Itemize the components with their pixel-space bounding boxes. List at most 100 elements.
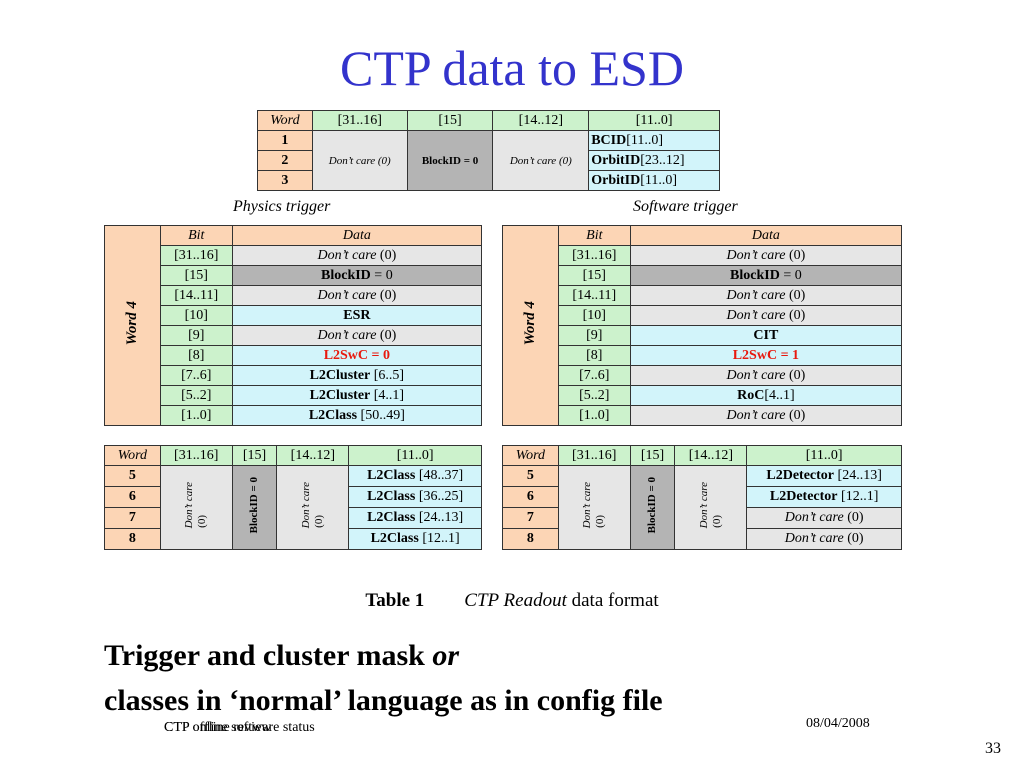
dont-care-cell: Don’t care(0)	[557, 465, 631, 550]
bit-range: [15]	[159, 265, 233, 286]
word-number: 7	[104, 507, 161, 529]
word-number: 8	[502, 528, 559, 550]
table-row: [5..2]L2Cluster [4..1]	[105, 385, 483, 406]
bit-range: [5..2]	[557, 385, 631, 406]
dont-care-cell: Don’t care(0)	[674, 465, 748, 550]
column-header: Data	[629, 225, 903, 246]
table-row: Word 4 Bit Data	[104, 225, 483, 426]
bit-range: [10]	[557, 305, 631, 326]
table-caption-text: data format	[566, 590, 659, 611]
data-cell: Don’t care (0)	[231, 245, 483, 266]
data-cell: BlockID = 0	[629, 265, 903, 286]
body-line-2: classes in ‘normal’ language as in confi…	[104, 684, 663, 717]
data-cell: L2Cluster [6..5]	[231, 365, 483, 386]
word-number: 3	[257, 170, 313, 191]
table-row: [1..0]Don’t care (0)	[503, 405, 903, 426]
field-cell: L2Class [36..25]	[348, 486, 482, 508]
column-header: [11..0]	[588, 110, 720, 131]
data-cell: Don’t care (0)	[629, 285, 903, 306]
table-row: [9]Don’t care (0)	[105, 325, 483, 346]
software-trigger-caption: Software trigger	[633, 198, 738, 215]
column-header: Bit	[159, 225, 233, 246]
field-cell: L2Detector [12..1]	[746, 486, 902, 508]
data-cell: ESR	[231, 305, 483, 326]
column-header: [11..0]	[746, 445, 902, 466]
word4-software-table: Word 4 Bit Data [31..16]Don’t care (0) […	[502, 225, 903, 426]
table-row: [31..16]Don’t care (0)	[503, 245, 903, 266]
table-row: Word [31..16] [15] [14..12] [11..0]	[502, 445, 902, 466]
column-header: [15]	[231, 445, 278, 466]
word-number: 7	[502, 507, 559, 529]
dont-care-cell: Don’t care (0)	[492, 130, 590, 191]
table-row: [7..6]Don’t care (0)	[503, 365, 903, 386]
data-cell: Don’t care (0)	[629, 405, 903, 426]
table-row: 5 Don’t care(0) BlockID = 0 Don’t care(0…	[502, 465, 902, 550]
column-header: [15]	[406, 110, 494, 131]
slide-title: CTP data to ESD	[340, 40, 684, 96]
table-row: [8]L2SwC = 0	[105, 345, 483, 366]
dont-care-cell: Don’t care(0)	[159, 465, 233, 550]
bit-range: [8]	[159, 345, 233, 366]
field-cell: BCID[11..0]	[588, 130, 720, 151]
data-cell: Don’t care (0)	[629, 365, 903, 386]
data-cell: L2SwC = 0	[231, 345, 483, 366]
word-number: 5	[104, 465, 161, 487]
table-row: [14..11]Don’t care (0)	[105, 285, 483, 306]
bit-range: [9]	[557, 325, 631, 346]
footer-left-text-2: CTP online software status	[164, 720, 315, 735]
bit-range: [8]	[557, 345, 631, 366]
column-header: [31..16]	[159, 445, 233, 466]
dont-care-cell: Don’t care (0)	[311, 130, 408, 191]
column-header: Word	[502, 445, 559, 466]
table-row: [10]ESR	[105, 305, 483, 326]
data-cell: Don’t care (0)	[629, 305, 903, 326]
word-number: 2	[257, 150, 313, 171]
bit-range: [31..16]	[159, 245, 233, 266]
data-cell: BlockID = 0	[231, 265, 483, 286]
data-cell: Don’t care (0)	[231, 325, 483, 346]
bit-range: [7..6]	[159, 365, 233, 386]
blockid-cell: BlockID = 0	[629, 465, 676, 550]
column-header: [11..0]	[348, 445, 482, 466]
field-cell: Don’t care (0)	[746, 507, 902, 529]
table-row: Word [31..16] [15] [14..12] [11..0]	[257, 110, 720, 131]
column-header: Bit	[557, 225, 631, 246]
bit-range: [15]	[557, 265, 631, 286]
words5-8-software-table: Word [31..16] [15] [14..12] [11..0] 5 Do…	[502, 445, 902, 550]
table-row: [15]BlockID = 0	[503, 265, 903, 286]
table-row: 7 Don’t care (0)	[502, 507, 902, 529]
field-cell: L2Class [24..13]	[348, 507, 482, 529]
body-line-1: Trigger and cluster mask or	[104, 639, 460, 672]
field-cell: L2Detector [24..13]	[746, 465, 902, 487]
bit-range: [9]	[159, 325, 233, 346]
table-row: 5 Don’t care(0) BlockID = 0 Don’t care(0…	[104, 465, 482, 550]
page-number: 33	[985, 740, 1001, 757]
bit-range: [31..16]	[557, 245, 631, 266]
data-cell: Don’t care (0)	[629, 245, 903, 266]
bit-range: [14..11]	[159, 285, 233, 306]
blockid-cell: BlockID = 0	[231, 465, 278, 550]
footer-date: 08/04/2008	[806, 716, 870, 731]
column-header: [14..12]	[674, 445, 748, 466]
data-cell: L2Class [50..49]	[231, 405, 483, 426]
dont-care-cell: Don’t care(0)	[276, 465, 350, 550]
word-number: 5	[502, 465, 559, 487]
bit-range: [5..2]	[159, 385, 233, 406]
blockid-cell: BlockID = 0	[406, 130, 494, 191]
data-cell: L2Cluster [4..1]	[231, 385, 483, 406]
word-number: 8	[104, 528, 161, 550]
table-caption-italic: CTP Readout	[464, 590, 567, 611]
table-row: [8]L2SwC = 1	[503, 345, 903, 366]
column-header: [31..16]	[557, 445, 631, 466]
table-row: [15]BlockID = 0	[105, 265, 483, 286]
table-row: [14..11]Don’t care (0)	[503, 285, 903, 306]
column-header: [15]	[629, 445, 676, 466]
word-number: 1	[257, 130, 313, 151]
table-row: [7..6]L2Cluster [6..5]	[105, 365, 483, 386]
table-row: [9]CIT	[503, 325, 903, 346]
column-header: Word	[257, 110, 313, 131]
table-row: Word 4 Bit Data	[502, 225, 903, 426]
column-header: [14..12]	[276, 445, 350, 466]
